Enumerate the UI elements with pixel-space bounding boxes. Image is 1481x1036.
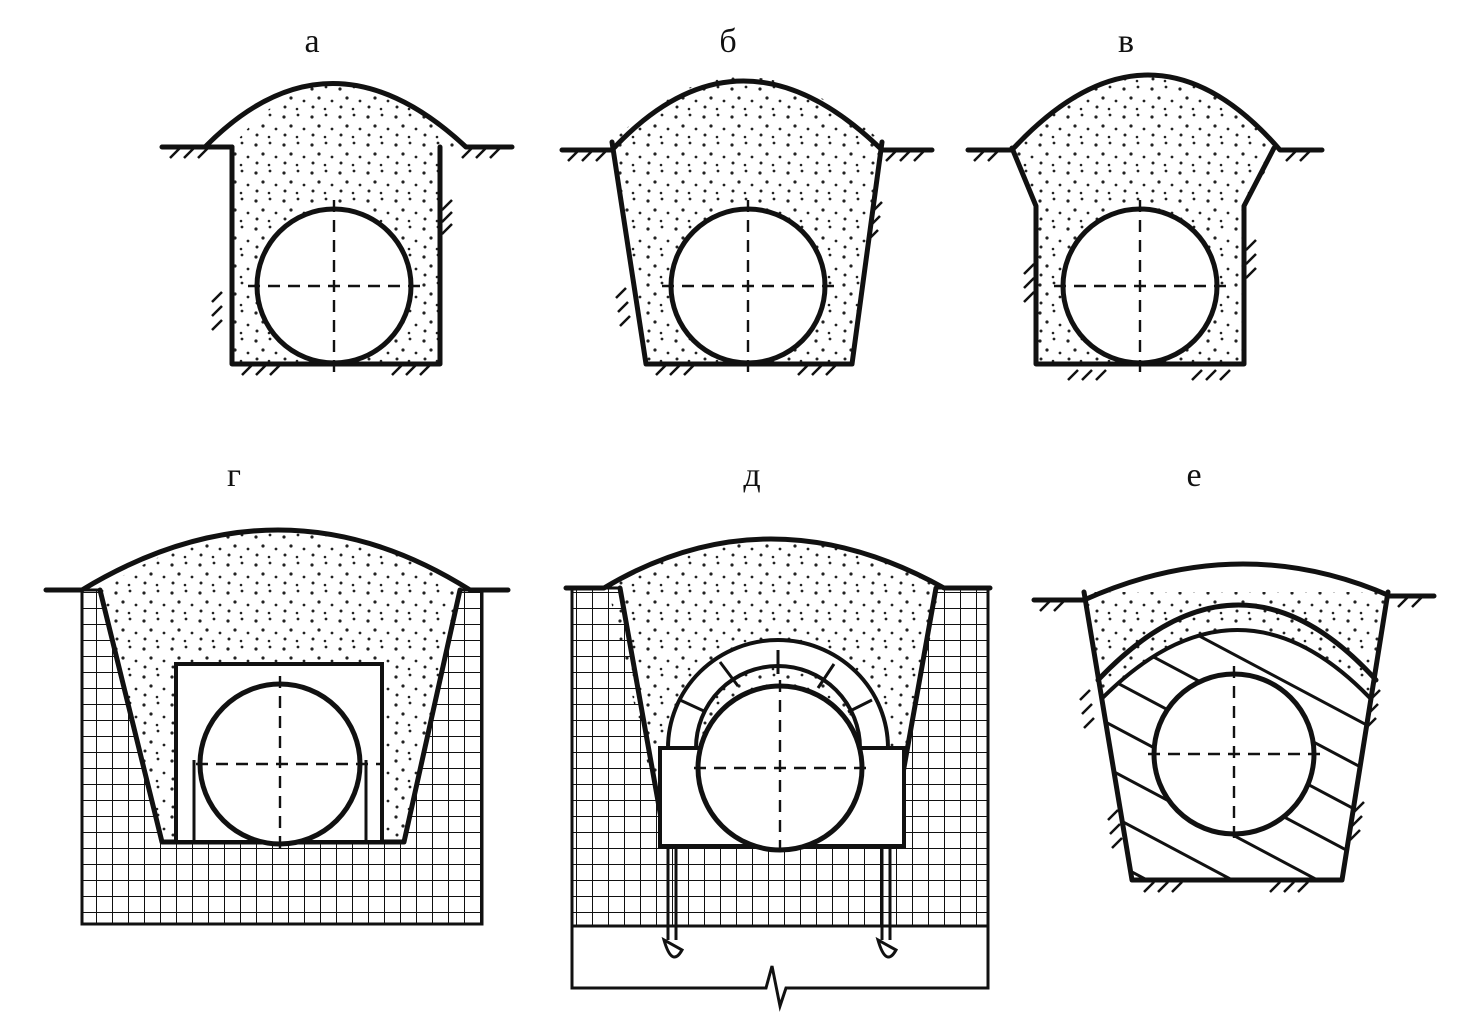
backfill-boundary-e bbox=[1095, 602, 1379, 683]
ground-hatch-a bbox=[169, 147, 501, 376]
panel-d: д bbox=[563, 457, 993, 1012]
panel-label-e: е bbox=[1186, 457, 1201, 494]
panel-g: г bbox=[43, 457, 511, 926]
panel-label-d: д bbox=[743, 457, 760, 494]
panel-e: е bbox=[1031, 457, 1437, 893]
dimension-bracket-d bbox=[570, 926, 990, 1012]
arch-joints-d bbox=[679, 650, 873, 714]
ground-hatch-v bbox=[973, 150, 1311, 381]
panel-v: в bbox=[965, 23, 1325, 381]
ground-hatch-e bbox=[1039, 596, 1423, 893]
panel-label-v: в bbox=[1118, 23, 1134, 60]
panel-label-b: б bbox=[719, 23, 736, 60]
piles-d bbox=[661, 846, 899, 959]
panel-b: б bbox=[559, 23, 935, 376]
panel-a: а bbox=[159, 23, 515, 376]
panel-label-a: а bbox=[304, 23, 319, 60]
trench-outline-e bbox=[1031, 561, 1437, 883]
panel-label-g: г bbox=[227, 457, 241, 494]
ground-hatch-b bbox=[567, 150, 925, 376]
